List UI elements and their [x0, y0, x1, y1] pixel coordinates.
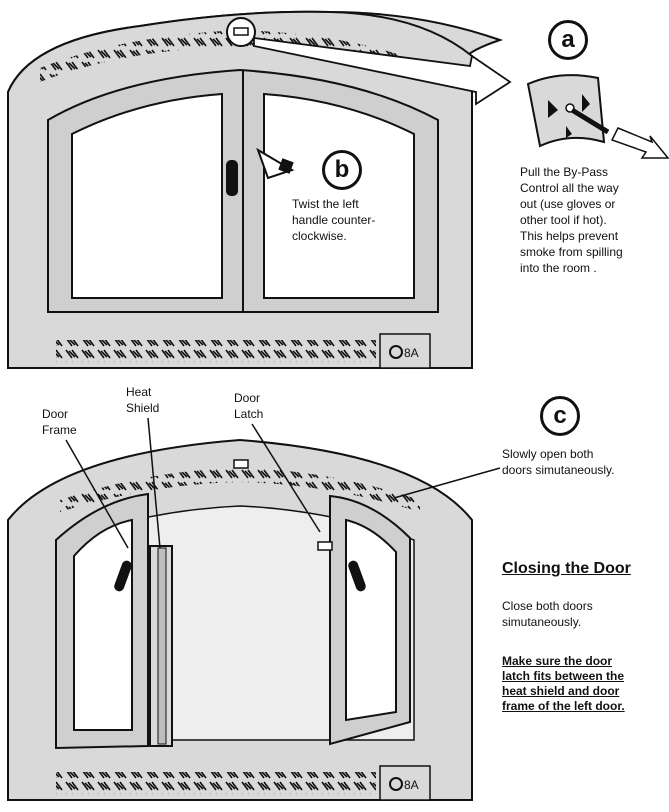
label-door-latch: Door Latch — [234, 391, 264, 421]
svg-text:8A: 8A — [404, 346, 419, 360]
marker-c: c — [540, 396, 580, 436]
top-grille-band — [40, 30, 440, 82]
marker-a: a — [548, 20, 588, 60]
left-handle-top — [226, 160, 238, 196]
closing-heading: Closing the Door — [502, 560, 631, 577]
step-c-text: Slowly open both doors simutaneously. — [502, 447, 615, 477]
step-a-text: Pull the By-Pass Control all the way out… — [520, 165, 623, 275]
svg-text:8A: 8A — [404, 778, 419, 792]
bypass-control-knob — [226, 17, 256, 47]
arrow-to-bypass — [253, 36, 512, 106]
right-glass-top — [263, 92, 415, 299]
bypass-box-top — [379, 333, 431, 369]
marker-b: b — [322, 150, 362, 190]
fireplace-top: 8A — [7, 10, 504, 369]
top-grille-band-bottom — [60, 468, 420, 512]
right-door-handle — [348, 560, 366, 592]
bottom-grille-bottom — [56, 772, 376, 794]
door-latch — [317, 541, 333, 551]
pull-arrow-icon — [610, 127, 669, 159]
step-b-text: Twist the left handle counter- clockwise… — [292, 197, 376, 243]
closing-warning: Make sure the door latch fits between th… — [502, 654, 625, 713]
left-door-handle — [114, 560, 132, 592]
left-glass-top — [71, 92, 223, 299]
closing-body: Close both doors simutaneously. — [502, 599, 593, 629]
bypass-detail-inset — [526, 74, 669, 159]
label-door-frame: Door Frame — [42, 407, 77, 437]
bottom-grille-top — [56, 340, 376, 362]
fireplace-bottom: 8A — [7, 438, 473, 801]
label-heat-shield: Heat Shield — [126, 385, 160, 415]
bypass-box-bottom — [379, 765, 431, 801]
leader-lines — [65, 417, 501, 549]
